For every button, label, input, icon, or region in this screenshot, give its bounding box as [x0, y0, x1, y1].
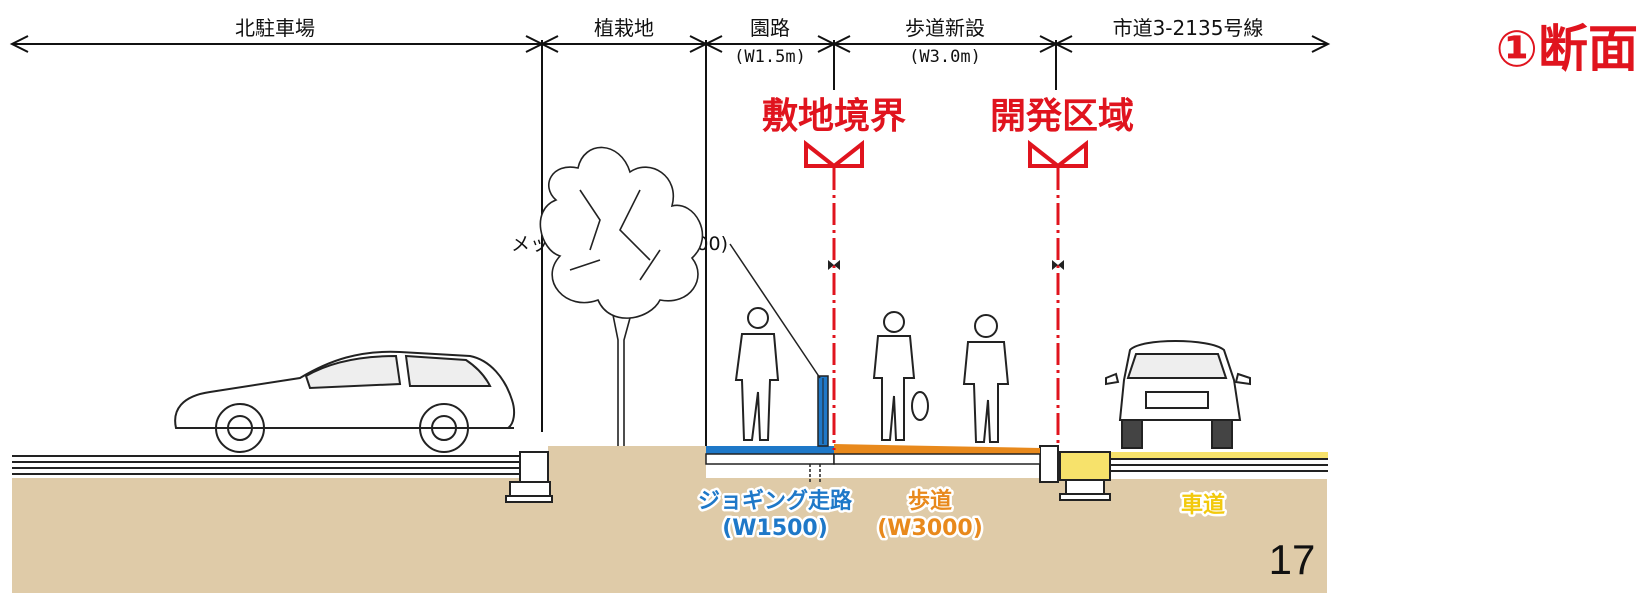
roadway-label: 車道 — [1181, 492, 1225, 518]
jogging-path-label: ジョギング走路 — [698, 488, 853, 514]
mesh-fence-leader — [729, 243, 821, 379]
mesh-fence — [817, 375, 829, 447]
dim-label-planting: 植栽地 — [594, 16, 654, 40]
dim-label-garden-path: 園路 — [750, 16, 790, 40]
pedestrian-figure-1 — [872, 311, 929, 441]
development-area-label: 開発区域 — [990, 96, 1134, 137]
tree-illustration — [539, 146, 704, 446]
sidewalk-surface — [833, 444, 1041, 465]
dim-label-new-sidewalk: 歩道新設 — [905, 16, 985, 40]
sidewalk-width: (W3000) — [877, 516, 983, 541]
jogging-path-width: (W1500) — [722, 516, 828, 541]
dimension-line — [9, 35, 1331, 446]
site-boundary-label: 敷地境界 — [762, 96, 906, 137]
dim-label-city-road: 市道3-2135号線 — [1113, 16, 1264, 40]
curb-right — [1039, 445, 1111, 501]
parking-pavement — [12, 455, 530, 475]
pedestrian-figure-2 — [962, 314, 1010, 443]
jogger-figure — [734, 307, 780, 441]
development-area-marker — [1028, 139, 1088, 168]
site-boundary-marker — [804, 139, 864, 168]
section-title: ①断面 — [1496, 20, 1638, 78]
dim-width-new-sidewalk: (W3.0m) — [909, 47, 981, 67]
boundary-small-markers — [828, 260, 1064, 270]
soil-ground — [12, 478, 1327, 593]
curb-left — [505, 451, 553, 503]
page-number: 17 — [1269, 536, 1316, 583]
dim-label-north-parking: 北駐車場 — [235, 16, 315, 40]
sidewalk-label: 歩道 — [908, 488, 952, 514]
car-rear-view — [1105, 340, 1251, 449]
parked-car-side-view — [174, 350, 516, 453]
planting-mound — [548, 446, 706, 478]
dim-width-garden-path: (W1.5m) — [734, 47, 806, 67]
